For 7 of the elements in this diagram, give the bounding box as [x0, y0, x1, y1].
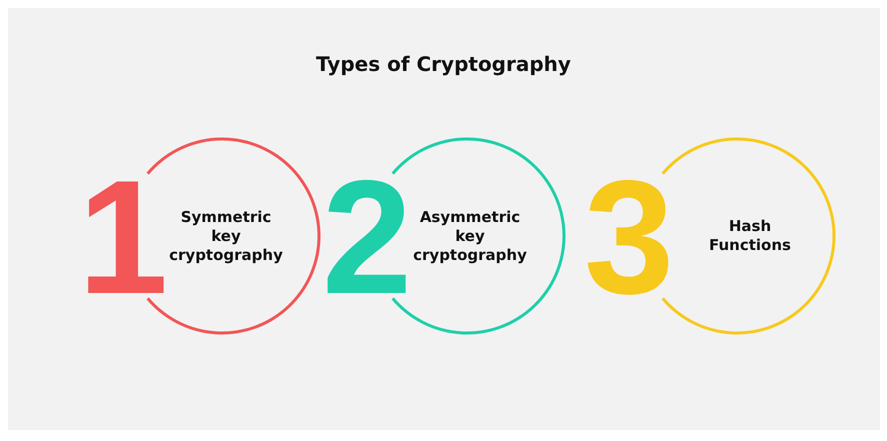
step-number: 1: [78, 157, 168, 319]
title: Types of Cryptography: [315, 52, 572, 76]
step-number: 2: [322, 157, 412, 319]
node-label: Symmetric key cryptography: [168, 208, 284, 264]
node-label: Asymmetric key cryptography: [412, 208, 528, 264]
step-number: 3: [584, 157, 674, 319]
node-label: Hash Functions: [708, 217, 792, 255]
